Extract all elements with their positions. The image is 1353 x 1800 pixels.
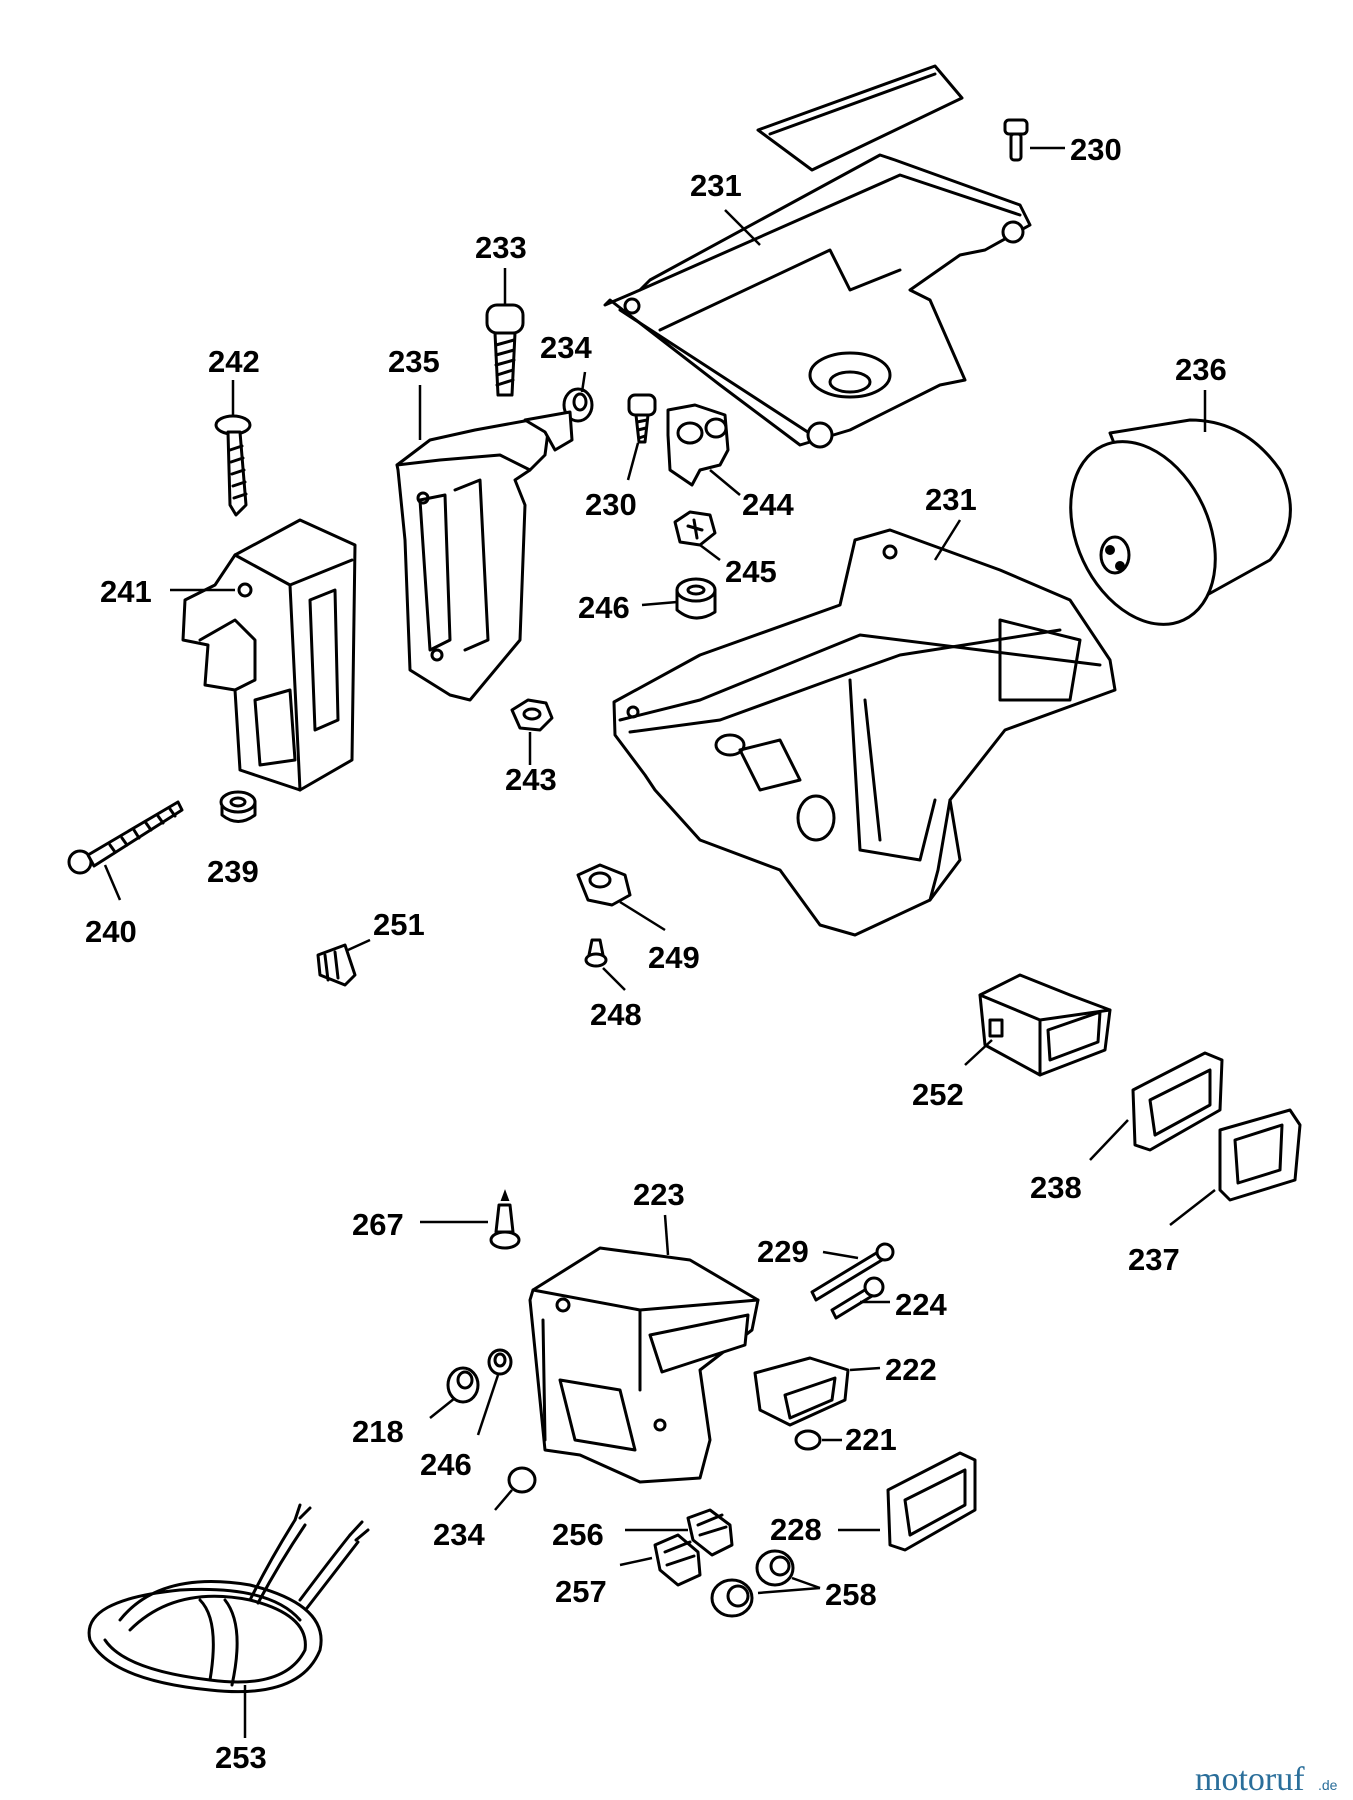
part-label-267: 267: [352, 1207, 404, 1242]
switch-housing-241-drawing: [181, 518, 357, 792]
part-label-235: 235: [388, 344, 440, 379]
part-label-241: 241: [100, 574, 152, 609]
cable-gland-257-drawing: [653, 1533, 702, 1587]
part-label-234-top: 234: [540, 330, 592, 365]
handle-housing-223-drawing: [528, 1246, 760, 1484]
bracket-235-drawing: [395, 410, 574, 702]
screw-top-drawing: [1003, 118, 1029, 162]
bushing-246-bottom-drawing: [487, 1348, 513, 1376]
part-label-236: 236: [1175, 352, 1227, 387]
sleeves-258-drawing: [710, 1549, 795, 1618]
part-label-223: 223: [633, 1177, 685, 1212]
watermark: motoruf .de: [1195, 1761, 1338, 1798]
part-label-230-mid: 230: [585, 487, 637, 522]
part-label-237: 237: [1128, 1242, 1180, 1277]
leader-lines: [103, 146, 1216, 1738]
part-label-242: 242: [208, 344, 260, 379]
nut-234-bottom-drawing: [507, 1466, 537, 1494]
screw-242-drawing: [214, 414, 252, 517]
switch-cover-228-drawing: [886, 1451, 977, 1552]
cover-plate-drawing: [603, 153, 1032, 449]
part-label-234-bottom: 234: [433, 1517, 485, 1552]
part-label-245: 245: [725, 554, 777, 589]
screw-229-drawing: [810, 1242, 895, 1302]
nut-245-drawing: [673, 510, 717, 547]
nut-221-drawing: [794, 1429, 822, 1451]
switch-252-drawing: [978, 973, 1112, 1077]
part-label-238: 238: [1030, 1170, 1082, 1205]
bushing-239-drawing: [219, 790, 257, 823]
part-label-243: 243: [505, 762, 557, 797]
bolt-233-drawing: [485, 303, 525, 397]
part-label-252: 252: [912, 1077, 964, 1112]
part-label-251: 251: [373, 907, 425, 942]
part-label-239: 239: [207, 854, 259, 889]
part-label-222: 222: [885, 1352, 937, 1387]
part-label-258: 258: [825, 1577, 877, 1612]
part-label-224: 224: [895, 1287, 947, 1322]
part-label-240: 240: [85, 914, 137, 949]
part-label-231-top: 231: [690, 168, 742, 203]
part-label-246-bottom: 246: [420, 1447, 472, 1482]
part-label-246-top: 246: [578, 590, 630, 625]
screw-267-drawing: [489, 1189, 521, 1250]
screw-230-mid-drawing: [627, 393, 657, 444]
power-cord-253-drawing: [87, 1503, 370, 1694]
part-label-256: 256: [552, 1517, 604, 1552]
nut-243-drawing: [510, 698, 554, 732]
terminal-251-drawing: [316, 943, 357, 987]
part-label-230-top: 230: [1070, 132, 1122, 167]
screw-240-drawing: [67, 800, 184, 875]
cable-clip-249-drawing: [576, 863, 632, 907]
cable-gland-256-drawing: [686, 1508, 734, 1557]
part-label-221: 221: [845, 1422, 897, 1457]
part-label-228: 228: [770, 1512, 822, 1547]
gasket-237-drawing: [1218, 1108, 1302, 1202]
watermark-brand: motoruf: [1195, 1761, 1305, 1798]
screw-248-drawing: [584, 938, 608, 968]
watermark-suffix: .de: [1318, 1777, 1338, 1793]
base-housing-drawing: [612, 528, 1117, 937]
part-label-249: 249: [648, 940, 700, 975]
part-label-244: 244: [742, 487, 794, 522]
part-label-248: 248: [590, 997, 642, 1032]
part-label-218: 218: [352, 1414, 404, 1449]
top-pad-drawing: [756, 64, 964, 172]
switch-cover-238-drawing: [1131, 1051, 1224, 1152]
bushing-246-top-drawing: [675, 577, 717, 620]
part-label-231-base: 231: [925, 482, 977, 517]
part-label-233: 233: [475, 230, 527, 265]
clamp-244-drawing: [666, 403, 730, 487]
part-label-253: 253: [215, 1740, 267, 1775]
part-number-labels: 231 230 233 234 242 235 236 230 244 231 …: [85, 132, 1227, 1775]
screw-224-drawing: [830, 1276, 885, 1320]
capacitor-drawing: [1069, 418, 1292, 626]
part-label-257: 257: [555, 1574, 607, 1609]
switch-222-drawing: [753, 1356, 850, 1427]
grommet-218-drawing: [446, 1366, 480, 1404]
part-label-229: 229: [757, 1234, 809, 1269]
